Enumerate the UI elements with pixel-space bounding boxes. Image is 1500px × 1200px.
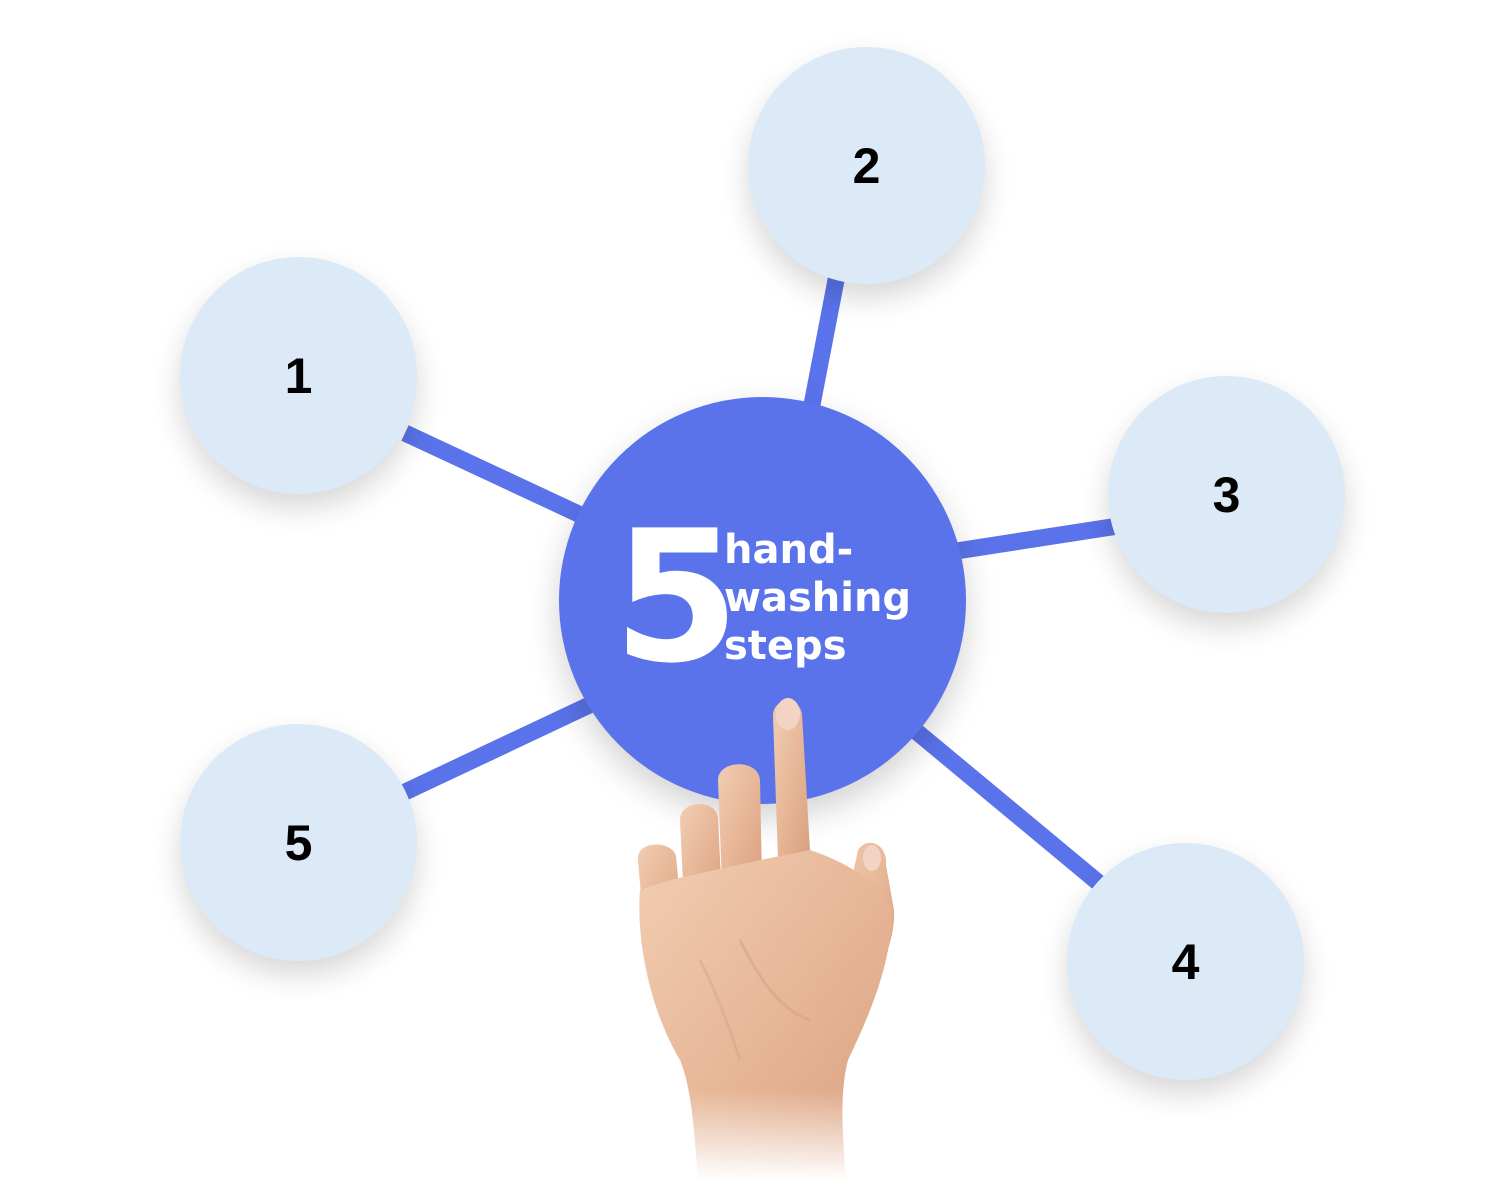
connector-hub-to-node-1: [401, 425, 604, 532]
step-number-2: 2: [852, 137, 881, 194]
pointing-hand-icon: [610, 680, 920, 1180]
connector-hub-to-node-5: [401, 692, 604, 800]
step-node-5[interactable]: 5: [180, 724, 417, 961]
step-node-3[interactable]: 3: [1108, 376, 1345, 613]
step-number-4: 4: [1171, 933, 1200, 990]
step-number-5: 5: [284, 814, 313, 871]
step-node-1[interactable]: 1: [180, 257, 417, 494]
hub-title-line-3: steps: [724, 623, 847, 669]
hub-title: hand- washing steps: [724, 526, 911, 670]
connector-hub-to-node-3: [948, 517, 1120, 561]
step-number-3: 3: [1212, 466, 1241, 523]
connector-hub-to-node-2: [801, 273, 846, 417]
connector-hub-to-node-4: [899, 715, 1106, 891]
step-node-4[interactable]: 4: [1067, 843, 1304, 1080]
step-number-1: 1: [284, 347, 313, 404]
hub-title-line-1: hand-: [724, 527, 854, 573]
hub-title-line-2: washing: [724, 575, 912, 621]
step-node-2[interactable]: 2: [748, 47, 985, 284]
hub-big-number: 5: [613, 491, 740, 703]
